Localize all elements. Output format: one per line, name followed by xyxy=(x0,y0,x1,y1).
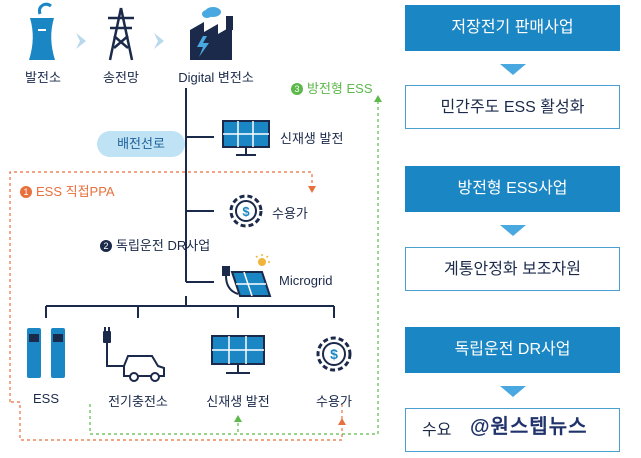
microgrid-icon xyxy=(222,254,272,297)
consumer-gear-icon: $ xyxy=(229,194,263,228)
branch-renewable-label: 신재생 발전 xyxy=(280,131,344,146)
marker-discharge-ess: 3 방전형 ESS xyxy=(291,78,373,97)
flow-arrow-2 xyxy=(500,225,526,236)
marker-2-number: 2 xyxy=(100,240,112,252)
substation-label: Digital 변전소 xyxy=(178,70,254,85)
ess-label: ESS xyxy=(32,391,60,406)
marker-3-text: 방전형 ESS xyxy=(307,81,373,96)
flow-step-demand-text: 수요 xyxy=(422,422,452,439)
branch-consumer-label: 수용가 xyxy=(272,206,308,221)
ess-battery-icon xyxy=(27,328,65,378)
feeder-badge: 배전선로 xyxy=(97,131,185,157)
flow-step-demand: 수요 xyxy=(405,408,620,452)
power-plant-icon xyxy=(29,2,55,60)
marker-3-number: 3 xyxy=(291,83,303,95)
bottom-renewable-label: 신재생 발전 xyxy=(206,394,270,409)
solar-panel-icon xyxy=(222,120,270,156)
transmission-tower-icon xyxy=(108,7,134,61)
bottom-consumer-gear-icon: $ xyxy=(316,336,352,372)
bottom-solar-panel-icon xyxy=(211,335,265,374)
ev-charger-label: 전기충전소 xyxy=(108,394,168,409)
discharge-arrow-head xyxy=(374,95,382,102)
chain-arrow-1 xyxy=(76,33,86,49)
flow-step-discharge-ess: 방전형 ESS사업 xyxy=(405,166,620,212)
bottom-consumer-label: 수용가 xyxy=(316,394,352,409)
digital-substation-icon xyxy=(190,7,233,60)
power-plant-label: 발전소 xyxy=(25,70,61,85)
marker-2-text: 독립운전 DR사업 xyxy=(116,238,211,253)
microgrid-label: Microgrid xyxy=(279,273,333,288)
marker-1-text: ESS 직접PPA xyxy=(36,184,115,199)
ev-charger-icon xyxy=(103,327,165,382)
flow-step-private-ess: 민간주도 ESS 활성화 xyxy=(405,85,620,129)
marker-1-number: 1 xyxy=(20,186,32,198)
chain-arrow-2 xyxy=(154,33,164,49)
flow-step-independent-dr: 독립운전 DR사업 xyxy=(405,327,620,373)
watermark-logo: @원스텝뉴스 xyxy=(470,416,588,438)
renewable-feed-arrow xyxy=(234,415,242,432)
svg-text:$: $ xyxy=(330,346,338,362)
discharge-ess-path xyxy=(89,100,379,435)
marker-independent-dr: 2 독립운전 DR사업 xyxy=(100,235,210,254)
ppa-return-arrow-head xyxy=(338,418,346,425)
flow-arrow-1 xyxy=(500,64,526,75)
flow-arrow-3 xyxy=(500,386,526,397)
transmission-label: 송전망 xyxy=(103,70,139,85)
marker-ess-direct-ppa: 1 ESS 직접PPA xyxy=(20,181,115,200)
flow-step-storage-sales: 저장전기 판매사업 xyxy=(405,5,620,51)
svg-text:$: $ xyxy=(242,204,250,219)
flow-step-grid-stabilization: 계통안정화 보조자원 xyxy=(405,247,620,291)
ppa-arrow-head xyxy=(308,186,316,193)
